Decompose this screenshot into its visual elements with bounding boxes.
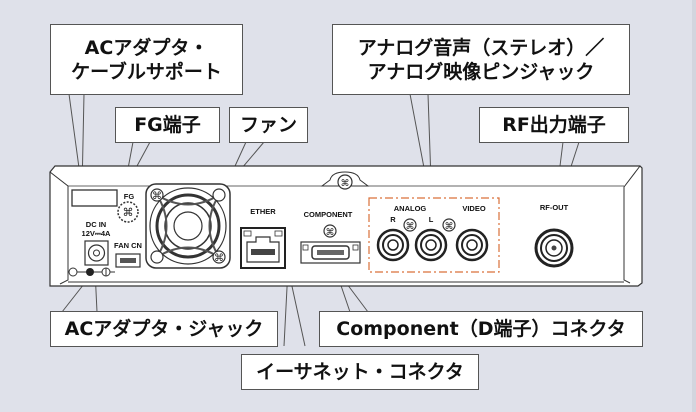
rca-jack-r [376, 228, 410, 262]
callout-ac-cable-support: ACアダプタ・ ケーブルサポート [50, 24, 243, 95]
fan-cn-label: FAN CN [114, 241, 142, 250]
rf-out-port [534, 228, 574, 268]
svg-text:⌘: ⌘ [406, 222, 415, 232]
fan: ⌘ ⌘ [145, 183, 231, 269]
background-edge [692, 0, 696, 412]
video-label: VIDEO [462, 204, 486, 213]
dc-in-jack [84, 240, 109, 266]
callout-fg-terminal: FG端子 [115, 107, 220, 143]
dc-rating-label: 12V⎓4A [82, 229, 112, 238]
callout-analog-jacks-line1: アナログ音声（ステレオ）／ [357, 36, 605, 59]
svg-text:⌘: ⌘ [326, 228, 335, 238]
r-label: R [390, 215, 396, 224]
callout-component-connector: Component（D端子）コネクタ [319, 311, 643, 347]
callout-analog-jacks-line2: アナログ映像ピンジャック [367, 60, 595, 83]
component-screw: ⌘ [323, 224, 337, 238]
svg-text:⌘: ⌘ [214, 253, 224, 264]
callout-analog-jacks: アナログ音声（ステレオ）／ アナログ映像ピンジャック [332, 24, 630, 95]
l-label: L [429, 215, 434, 224]
device-body: ⌘ [49, 165, 643, 287]
analog-label: ANALOG [394, 204, 427, 213]
callout-ac-jack: ACアダプタ・ジャック [50, 311, 278, 347]
cable-support [71, 189, 118, 207]
fg-label: FG [124, 192, 135, 201]
dc-in-label: DC IN [86, 220, 106, 229]
rca-jack-video [455, 228, 489, 262]
component-port [300, 241, 361, 264]
analog-group-border [368, 197, 500, 273]
component-label: COMPONENT [304, 210, 353, 219]
callout-ac-cable-support-line2: ケーブルサポート [71, 60, 222, 83]
ethernet-port [240, 227, 286, 269]
analog-screws: ⌘ ⌘ [403, 218, 456, 232]
rca-jack-l [414, 228, 448, 262]
rf-out-label: RF-OUT [540, 203, 569, 212]
svg-text:⌘: ⌘ [123, 206, 134, 219]
callout-ethernet-connector: イーサネット・コネクタ [241, 354, 479, 390]
fg-terminal: ⌘ [117, 201, 139, 223]
svg-text:⌘: ⌘ [152, 191, 162, 202]
callout-fan: ファン [229, 107, 308, 143]
svg-text:⌘: ⌘ [341, 179, 350, 189]
callout-rf-output: RF出力端子 [479, 107, 629, 143]
ether-label: ETHER [250, 207, 276, 216]
svg-text:⌘: ⌘ [445, 222, 454, 232]
fan-connector [115, 253, 141, 268]
callout-ac-cable-support-line1: ACアダプタ・ [84, 36, 209, 59]
polarity-symbol [68, 267, 115, 277]
